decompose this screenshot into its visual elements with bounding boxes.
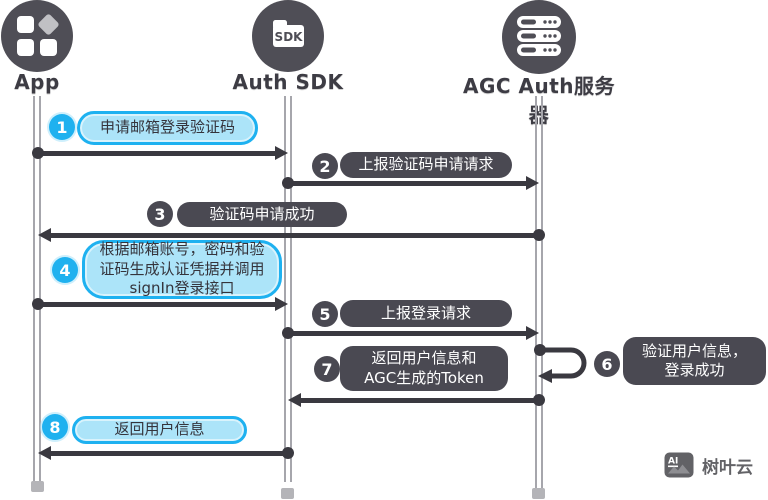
step-message-5: 上报登录请求 — [340, 300, 512, 327]
lifeline-app — [33, 96, 41, 482]
step-number-5: 5 — [312, 301, 338, 327]
step-message-8: 返回用户信息 — [72, 416, 247, 444]
step-number-6: 6 — [594, 351, 620, 377]
ai-image-icon: AI — [664, 452, 694, 478]
participant-agc-server — [502, 0, 576, 78]
participant-auth-sdk: SDK — [252, 0, 324, 76]
arrowhead-right-icon — [526, 176, 539, 190]
participant-app — [1, 0, 73, 76]
arrowhead-right-icon — [275, 297, 288, 311]
app-grid-icon — [1, 0, 73, 72]
server-icon — [502, 0, 576, 74]
lifeline-auth-sdk — [284, 96, 292, 482]
step-number-2: 2 — [312, 153, 338, 179]
arrowhead-left-icon — [288, 393, 301, 407]
arrowhead-left-icon — [38, 446, 51, 460]
step-message-7: 返回用户信息和 AGC生成的Token — [340, 346, 508, 391]
participant-agc-server-label: AGC Auth服务器 — [462, 74, 616, 127]
arrow-source-dot — [533, 394, 545, 406]
arrowhead-left-icon — [38, 228, 51, 242]
participant-app-label: App — [14, 70, 60, 94]
step-message-2: 上报验证码申请请求 — [340, 152, 512, 178]
arrow-source-dot — [282, 327, 294, 339]
arrow-source-dot — [32, 147, 44, 159]
lifeline-foot-agc-server — [532, 488, 545, 499]
lifeline-foot-auth-sdk — [281, 488, 294, 499]
step-number-4: 4 — [52, 257, 78, 283]
arrow-source-dot — [282, 177, 294, 189]
lifeline-foot-app — [31, 481, 44, 492]
participant-auth-sdk-label: Auth SDK — [232, 70, 344, 94]
ai-icon-text: AI — [668, 457, 678, 467]
arrowhead-right-icon — [526, 326, 539, 340]
step-number-1: 1 — [49, 114, 75, 140]
sdk-badge-text: SDK — [275, 30, 304, 44]
watermark-brand-text: 树叶云 — [702, 457, 753, 478]
arrowhead-right-icon — [275, 146, 288, 160]
step-message-3: 验证码申请成功 — [177, 202, 347, 227]
step-message-6: 验证用户信息， 登录成功 — [623, 337, 766, 385]
arrow-source-dot — [32, 298, 44, 310]
step-number-3: 3 — [147, 201, 173, 227]
arrow-source-dot — [282, 447, 294, 459]
arrow-source-dot — [533, 229, 545, 241]
sdk-folder-icon: SDK — [252, 0, 324, 72]
watermark: AI 树叶云 — [664, 452, 753, 478]
self-loop-arrow — [534, 344, 587, 383]
step-number-8: 8 — [42, 414, 68, 440]
step-message-1: 申请邮箱登录验证码 — [77, 111, 258, 145]
step-number-7: 7 — [314, 356, 340, 382]
step-message-4: 根据邮箱账号，密码和验 证码生成认证凭据并调用 signIn登录接口 — [82, 240, 282, 299]
lifeline-agc-server — [535, 96, 543, 488]
